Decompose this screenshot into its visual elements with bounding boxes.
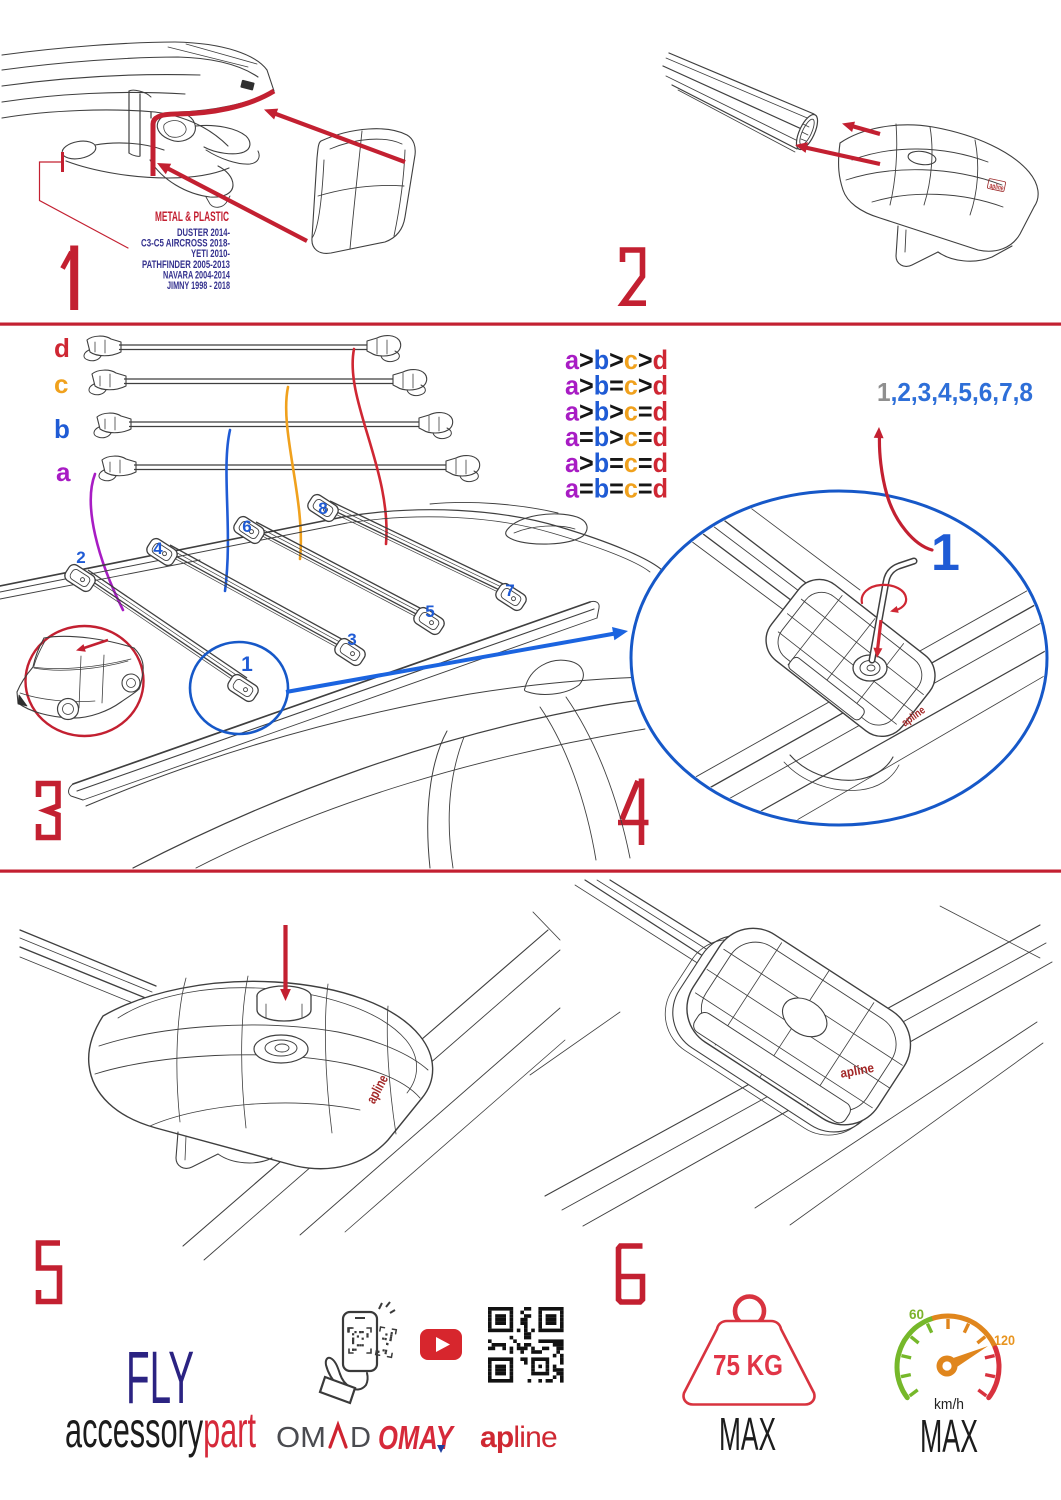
svg-text:apline: apline — [989, 181, 1005, 193]
svg-text:a=b=c=d: a=b=c=d — [565, 474, 668, 504]
svg-text:OMAY: OMAY — [378, 1419, 455, 1456]
svg-text:km/h: km/h — [934, 1397, 964, 1413]
svg-text:MAX: MAX — [719, 1408, 776, 1460]
svg-text:a>b=c>d: a>b=c>d — [565, 371, 668, 401]
svg-text:YETI 2010-: YETI 2010- — [191, 248, 230, 260]
svg-text:a>b=c=d: a>b=c=d — [565, 448, 668, 478]
svg-text:c: c — [54, 369, 68, 399]
svg-text:a>b>c>d: a>b>c>d — [565, 345, 668, 375]
svg-text:b: b — [54, 414, 70, 444]
svg-text:d: d — [54, 333, 70, 363]
svg-text:1,2,3,4,5,6,7,8: 1,2,3,4,5,6,7,8 — [877, 377, 1033, 407]
svg-text:4: 4 — [153, 539, 163, 558]
svg-text:a>b>c=d: a>b>c=d — [565, 396, 668, 426]
svg-text:3: 3 — [347, 630, 356, 649]
svg-text:60: 60 — [909, 1306, 924, 1322]
svg-text:METAL & PLASTIC: METAL & PLASTIC — [155, 209, 229, 224]
svg-text:JIMNY 1998 - 2018: JIMNY 1998 - 2018 — [167, 280, 230, 292]
svg-text:75 KG: 75 KG — [713, 1350, 783, 1382]
svg-text:D: D — [350, 1422, 371, 1454]
svg-text:5: 5 — [425, 602, 434, 621]
svg-text:a=b>c=d: a=b>c=d — [565, 422, 668, 452]
svg-text:C3-C5 AIRCROSS 2018-: C3-C5 AIRCROSS 2018- — [141, 238, 230, 250]
svg-text:OM: OM — [276, 1422, 326, 1454]
svg-text:120: 120 — [994, 1332, 1015, 1348]
svg-text:6: 6 — [242, 517, 251, 536]
svg-text:apline: apline — [480, 1421, 557, 1454]
svg-text:accessorypart: accessorypart — [65, 1402, 256, 1458]
svg-text:FLY: FLY — [126, 1336, 194, 1419]
svg-text:7: 7 — [505, 581, 514, 600]
svg-text:2: 2 — [76, 548, 85, 567]
svg-text:MAX: MAX — [920, 1410, 978, 1462]
svg-text:NAVARA 2004-2014: NAVARA 2004-2014 — [163, 269, 231, 281]
svg-text:1: 1 — [241, 653, 253, 676]
svg-text:PATHFINDER 2005-2013: PATHFINDER 2005-2013 — [142, 259, 230, 271]
svg-text:DUSTER 2014-: DUSTER 2014- — [177, 227, 230, 239]
svg-text:apline: apline — [839, 1060, 875, 1081]
svg-text:1: 1 — [931, 524, 960, 582]
svg-text:8: 8 — [318, 499, 327, 518]
svg-text:a: a — [56, 457, 71, 487]
